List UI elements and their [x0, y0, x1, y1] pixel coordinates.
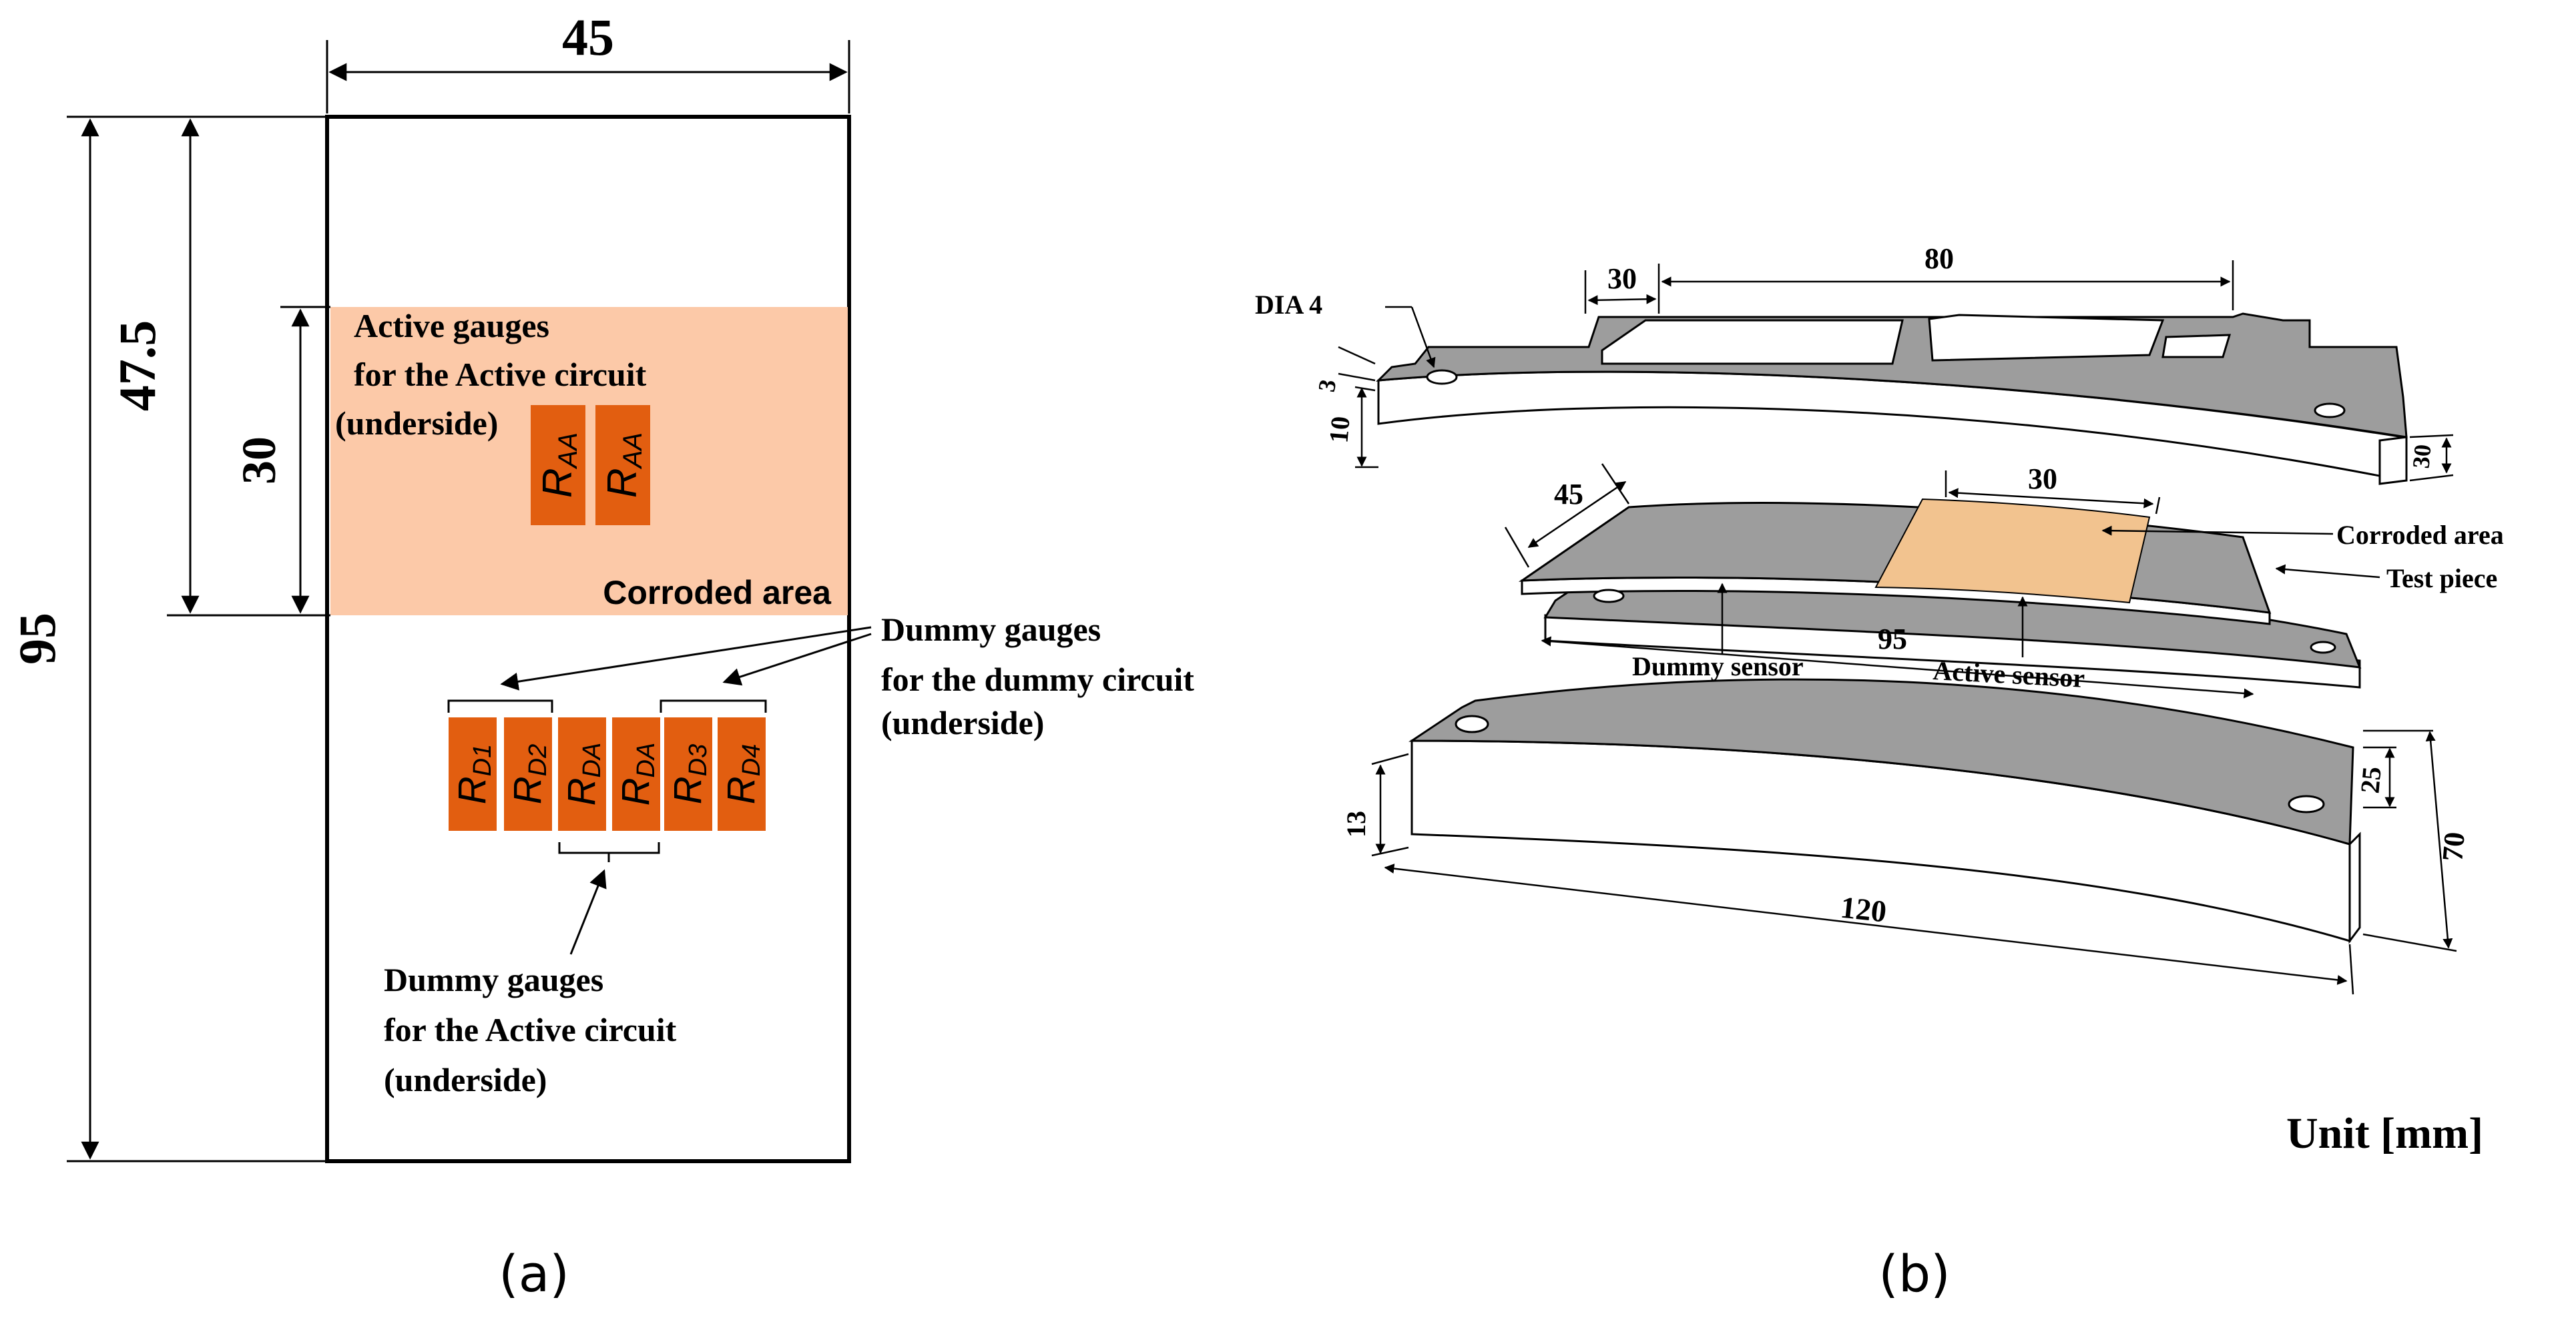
dummy-gauge-d4: RD4	[718, 717, 766, 831]
dim-corroded-30: 30	[232, 436, 286, 484]
hole-right-top	[2314, 402, 2346, 418]
dim-45: 45	[1554, 478, 1583, 511]
dia-label: DIA 4	[1255, 290, 1322, 320]
hole-right-base	[2288, 795, 2325, 813]
svg-text:RD4: RD4	[720, 744, 766, 804]
dummy-sensor-label: Dummy sensor	[1632, 651, 1804, 681]
svg-text:RAA: RAA	[599, 432, 648, 498]
dummy-gauge-d2: RD2	[504, 717, 552, 831]
svg-text:RD2: RD2	[506, 744, 552, 804]
dim-width-45: 45	[562, 8, 614, 66]
unit-label: Unit [mm]	[2286, 1109, 2483, 1158]
panel-a: 45 95 47.5 30 Active gauges for the Acti…	[8, 8, 1202, 1303]
dummy-gauge-da-2: RDA	[612, 717, 660, 831]
dim-120: 120	[1839, 890, 1888, 929]
panel-b: 30 80 DIA 4 3 10 30	[1255, 242, 2504, 1303]
dim-30-top: 30	[1607, 262, 1637, 295]
dummy-gauge-d3: RD3	[664, 717, 712, 831]
hole-left-base	[1455, 715, 1489, 733]
test-piece	[1518, 498, 2272, 625]
dim-25: 25	[2354, 765, 2386, 795]
active-gauges-label: Active gauges for the Active circuit (un…	[335, 307, 655, 442]
dim-30-mid: 30	[2028, 462, 2057, 495]
active-gauge-2: RAA	[595, 405, 650, 525]
svg-text:RD1: RD1	[451, 744, 497, 804]
svg-text:RDA: RDA	[614, 743, 660, 806]
dim-13: 13	[1341, 811, 1371, 838]
svg-text:RAA: RAA	[535, 432, 583, 498]
hole-left-top	[1426, 369, 1458, 385]
caption-b: (b)	[1878, 1244, 1951, 1303]
dim-30-right: 30	[2408, 443, 2436, 469]
specimen-outline	[325, 115, 851, 1163]
caption-a: (a)	[499, 1244, 569, 1303]
dim-10: 10	[1323, 415, 1355, 444]
dim-3: 3	[1313, 378, 1342, 394]
test-piece-label: Test piece	[2386, 563, 2497, 593]
corroded-area-label: Corroded area	[603, 574, 832, 611]
dummy-gauge-da-1: RDA	[558, 717, 606, 831]
active-gauge-1: RAA	[531, 405, 585, 525]
dim-70: 70	[2436, 831, 2471, 863]
dim-height-95: 95	[8, 613, 66, 665]
corroded-area-label-b: Corroded area	[2336, 520, 2504, 550]
top-jig	[1376, 312, 2408, 485]
test-corroded-region	[1874, 498, 2151, 604]
corroded-area-region	[330, 307, 848, 615]
base-block	[1408, 678, 2361, 944]
dummy-gauges-active-label: Dummy gauges for the Active circuit (und…	[384, 961, 685, 1098]
dummy-gauges-dummy-label: Dummy gauges for the dummy circuit (unde…	[881, 611, 1202, 741]
dim-80: 80	[1924, 242, 1954, 275]
svg-text:RD3: RD3	[666, 744, 712, 804]
dim-95: 95	[1878, 623, 1907, 655]
dummy-gauge-d1: RD1	[449, 717, 497, 831]
svg-text:RDA: RDA	[560, 743, 606, 806]
dim-47-5: 47.5	[108, 320, 166, 412]
